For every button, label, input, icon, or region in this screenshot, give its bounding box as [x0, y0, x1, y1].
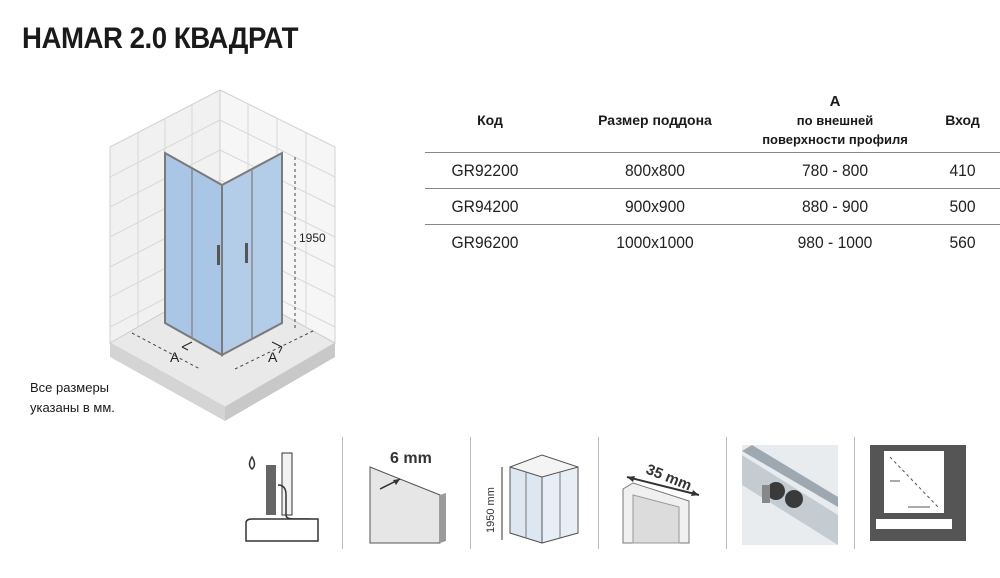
- cabin-height-icon: 1950 mm: [485, 454, 579, 544]
- spec-table: Код Размер поддона A по внешней поверхно…: [425, 90, 1000, 260]
- note-line-1: Все размеры: [30, 380, 110, 395]
- width-label-left: A: [170, 349, 180, 365]
- divider: [470, 437, 471, 549]
- width-label-right: A: [268, 349, 278, 365]
- divider: [726, 437, 727, 549]
- shower-cabin-illustration: 1950 A A: [108, 89, 337, 421]
- dimensions-note: Все размеры указаны в мм.: [30, 378, 115, 418]
- header-code: Код: [477, 112, 503, 128]
- height-feature-label: 1950 mm: [485, 487, 497, 533]
- header-tray-size: Размер поддона: [598, 112, 712, 128]
- header-a-line2: по внешней: [796, 113, 874, 128]
- cell-entry: 500: [949, 197, 976, 216]
- header-a-letter: A: [829, 93, 841, 110]
- cell-a: 780 - 800: [801, 161, 869, 180]
- cell-code: GR94200: [451, 197, 519, 216]
- height-dimension-label: 1950: [299, 231, 326, 245]
- divider: [598, 437, 599, 549]
- cell-a: 980 - 1000: [797, 233, 873, 252]
- profile-width-icon: 35 mm: [622, 461, 700, 544]
- glass-thickness-label: 6 mm: [390, 450, 432, 467]
- divider: [342, 437, 343, 549]
- glass-thickness-icon: 6 mm: [369, 450, 446, 544]
- roller-mechanism-icon: [742, 445, 838, 545]
- cell-a: 880 - 900: [801, 197, 869, 216]
- header-entry: Вход: [945, 112, 980, 128]
- header-a-line3: поверхности профиля: [762, 132, 908, 147]
- cell-code: GR92200: [451, 161, 519, 180]
- table-row: GR94200 900x900 880 - 900 500: [425, 188, 1000, 224]
- table-row: GR92200 800x800 780 - 800 410: [425, 152, 1000, 188]
- cell-tray: 800x800: [624, 161, 686, 180]
- divider: [854, 437, 855, 549]
- cell-tray: 1000x1000: [616, 233, 694, 252]
- table-row: GR96200 1000x1000 980 - 1000 560: [425, 224, 1000, 260]
- cell-entry: 410: [949, 161, 976, 180]
- cell-tray: 900x900: [624, 197, 686, 216]
- note-line-2: указаны в мм.: [30, 400, 115, 415]
- page-title: HAMAR 2.0 КВАДРАТ: [22, 22, 299, 55]
- header-a: A по внешней поверхности профиля: [745, 92, 925, 149]
- water-seal-icon: [245, 452, 319, 542]
- cell-code: GR96200: [451, 233, 519, 252]
- cell-entry: 560: [949, 233, 976, 252]
- corner-profile-icon: [870, 445, 966, 541]
- table-header: Код Размер поддона A по внешней поверхно…: [425, 90, 1000, 152]
